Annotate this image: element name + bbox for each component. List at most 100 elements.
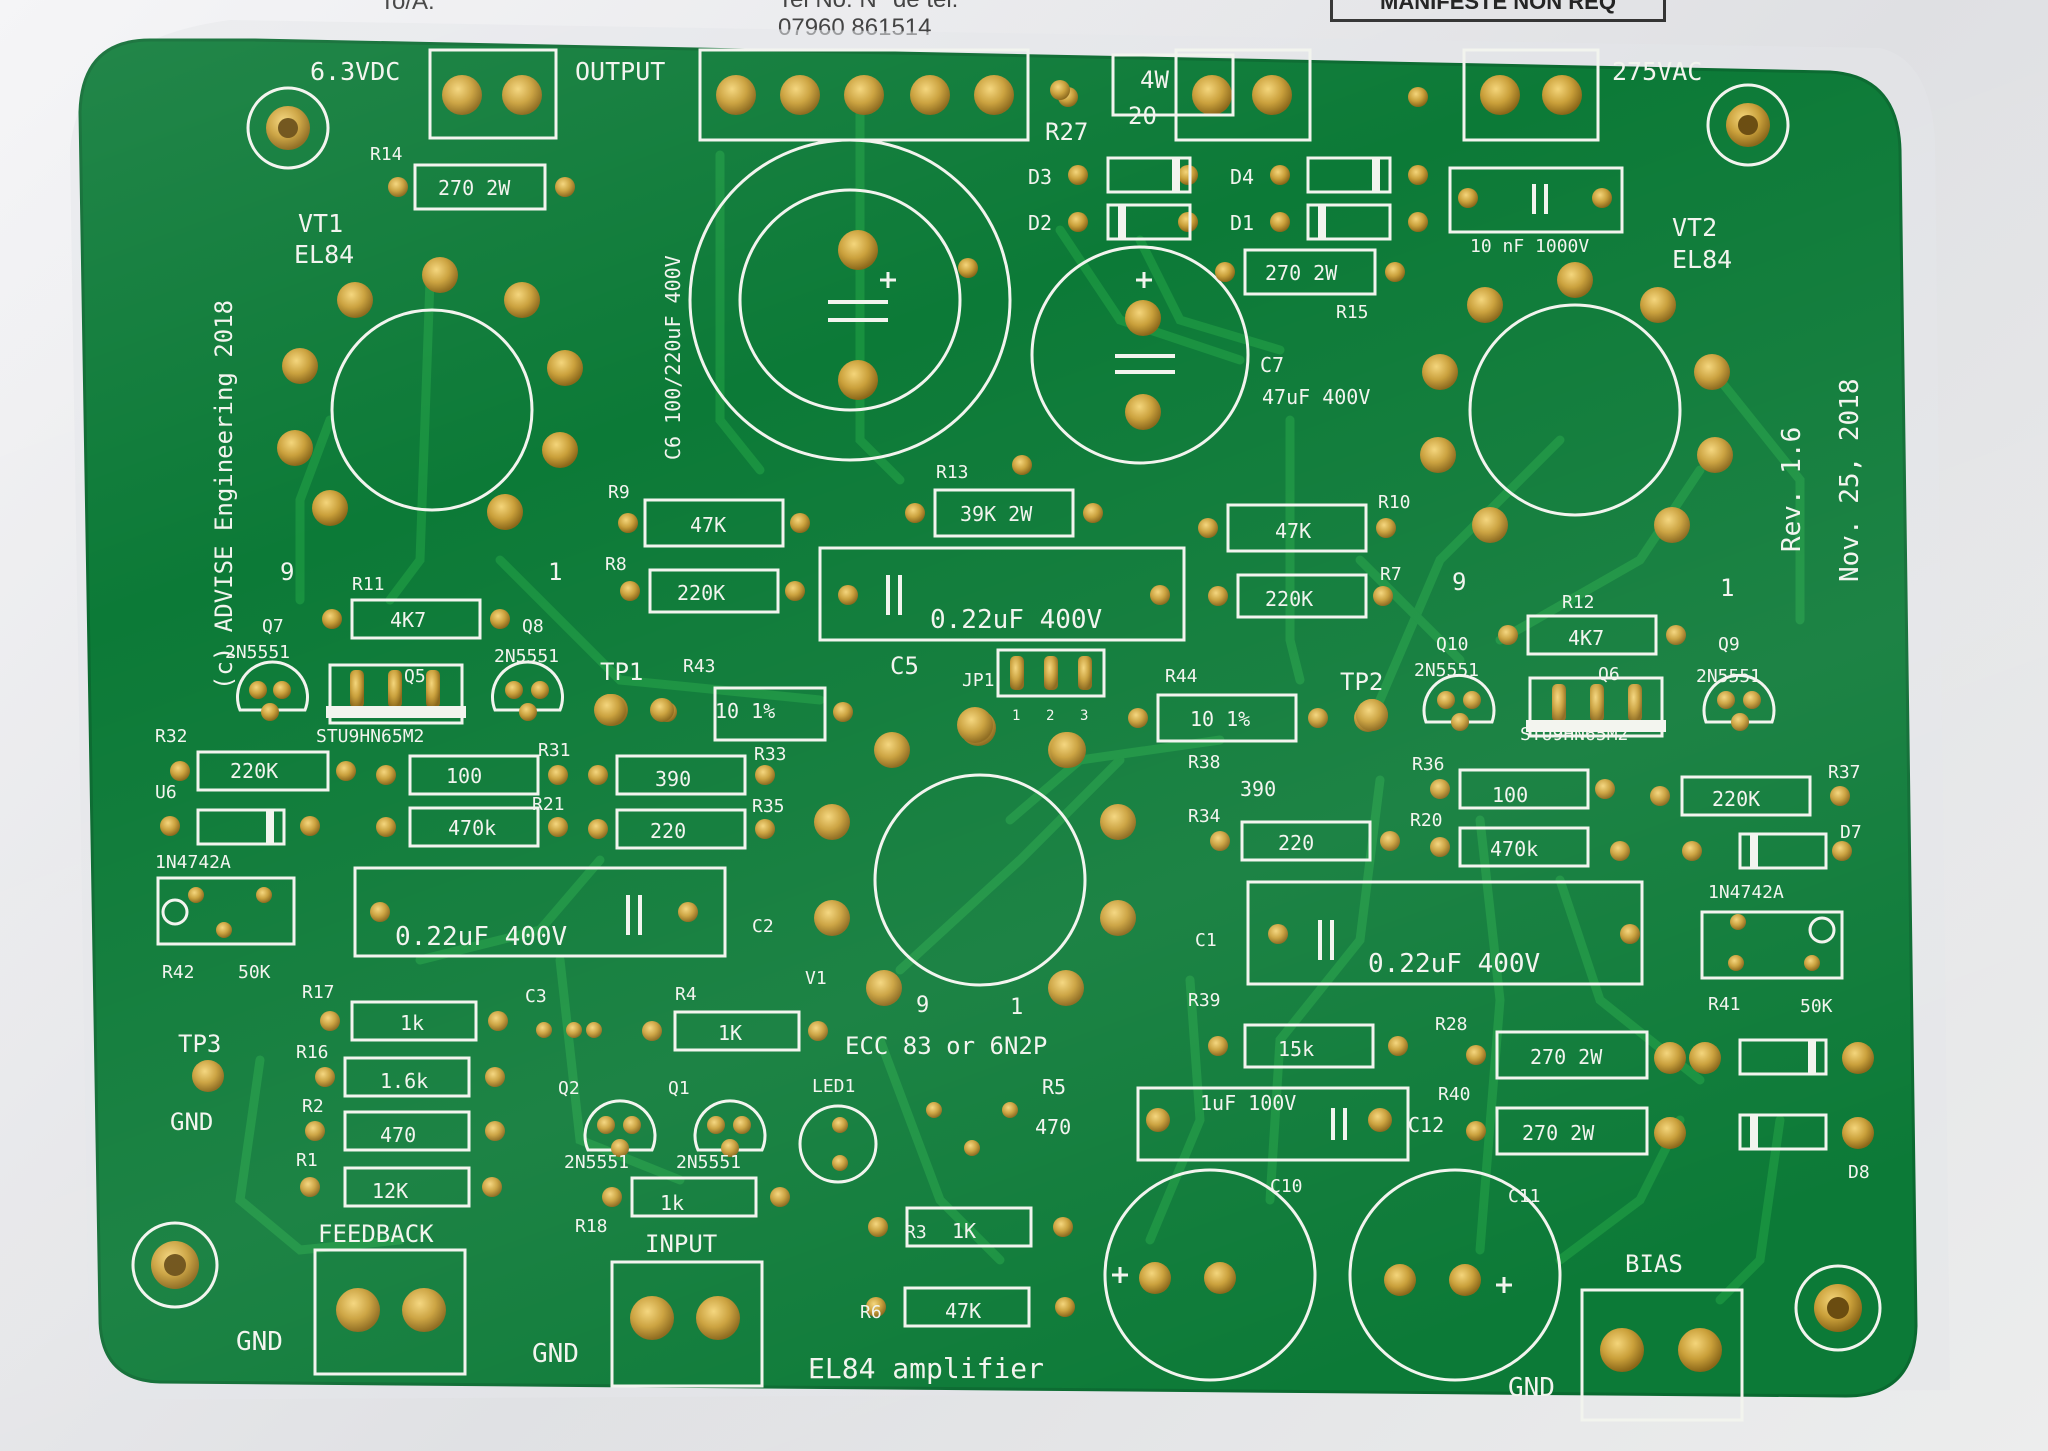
val-r38: 390 — [1240, 777, 1276, 801]
diode-outlines — [196, 156, 1828, 1151]
ref-r14: R14 — [370, 144, 403, 165]
val-r16: 1.6k — [380, 1069, 428, 1093]
label-4w: 4W — [1140, 66, 1169, 94]
ref-r40: R40 — [1438, 1084, 1471, 1105]
label-gnd-input: GND — [532, 1339, 579, 1369]
ref-c2: C2 — [752, 916, 774, 937]
label-board-name: EL84 amplifier — [808, 1352, 1044, 1385]
val-r31: 100 — [446, 764, 482, 788]
ref-d1: D1 — [1230, 211, 1254, 235]
ref-r36: R36 — [1412, 754, 1445, 775]
big-cap-pads — [838, 230, 1481, 1296]
label-revision: Rev. 1.6 — [1777, 427, 1807, 552]
ref-c3: C3 — [525, 986, 547, 1007]
label-bias: BIAS — [1625, 1250, 1683, 1278]
val-r21: 470k — [448, 816, 496, 840]
ref-r27: R27 — [1045, 118, 1088, 146]
type-vt2: EL84 — [1672, 245, 1732, 274]
ref-r44: R44 — [1165, 666, 1198, 687]
ref-r34: R34 — [1188, 806, 1221, 827]
ref-u6: U6 — [155, 782, 177, 803]
val-r32: 220K — [230, 759, 278, 783]
ref-c12: C12 — [1408, 1113, 1444, 1137]
ref-r1: R1 — [296, 1150, 318, 1171]
transistor-pads — [249, 656, 1761, 1157]
ref-c10: C10 — [1270, 1176, 1303, 1197]
val-q10: 2N5551 — [1414, 660, 1479, 681]
val-r40: 270 2W — [1522, 1121, 1595, 1145]
val-r9: 47K — [690, 513, 726, 537]
ref-r39: R39 — [1188, 990, 1221, 1011]
val-r13: 39K 2W — [960, 502, 1033, 526]
ref-q7: Q7 — [262, 616, 284, 637]
val-c2: 0.22uF 400V — [395, 922, 567, 952]
paper-stamp-box: MANIFESTE NON REQ — [1330, 0, 1666, 22]
ref-r35: R35 — [752, 796, 785, 817]
resistor-outlines — [196, 53, 1812, 1328]
val-q1: 2N5551 — [676, 1152, 741, 1173]
ref-d2: D2 — [1028, 211, 1052, 235]
val-q5: STU9HN65M2 — [316, 726, 424, 747]
ref-r17: R17 — [302, 982, 335, 1003]
ref-q1: Q1 — [668, 1078, 690, 1099]
ref-r9: R9 — [608, 482, 630, 503]
ref-r32: R32 — [155, 726, 188, 747]
polarity-markers — [880, 272, 1512, 1293]
ref-r4: R4 — [675, 984, 697, 1005]
val-r39: 15k — [1278, 1037, 1314, 1061]
test-point-pads — [192, 80, 1388, 1092]
val-r34: 220 — [1278, 831, 1314, 855]
label-date: Nov. 25, 2018 — [1835, 379, 1865, 583]
label-gnd-tp3: GND — [170, 1108, 213, 1136]
ref-tp2: TP2 — [1340, 668, 1383, 696]
vt1-pin1-label: 1 — [548, 558, 562, 586]
label-20: 20 — [1128, 102, 1157, 130]
label-output: OUTPUT — [575, 57, 665, 86]
val-c1: 0.22uF 400V — [1368, 949, 1540, 979]
ref-r3: R3 — [905, 1222, 927, 1243]
ref-r12: R12 — [1562, 592, 1595, 613]
pcb-board — [78, 38, 1918, 1398]
val-q9: 2N5551 — [1696, 666, 1761, 687]
ref-r31: R31 — [538, 740, 571, 761]
ref-c11: C11 — [1508, 1186, 1541, 1207]
label-gnd-feedback: GND — [236, 1327, 283, 1357]
ref-d4: D4 — [1230, 165, 1254, 189]
ref-vt2: VT2 — [1672, 213, 1717, 242]
v1-pin9-label: 9 — [916, 993, 929, 1018]
val-r12: 4K7 — [1568, 626, 1604, 650]
val-r28: 270 2W — [1530, 1045, 1603, 1069]
mounting-holes — [131, 83, 1882, 1352]
ref-c1: C1 — [1195, 930, 1217, 951]
transistor-outlines — [236, 648, 1776, 1184]
val-r36: 100 — [1492, 783, 1528, 807]
val-r42: 50K — [238, 962, 271, 983]
type-vt1: EL84 — [294, 240, 354, 269]
label-gnd-bias: GND — [1508, 1373, 1555, 1403]
val-q8: 2N5551 — [494, 646, 559, 667]
val-r33: 390 — [655, 767, 691, 791]
label-275vac: 275VAC — [1612, 57, 1702, 86]
val-r18: 1k — [660, 1191, 684, 1215]
ref-r38: R38 — [1188, 752, 1221, 773]
val-r8: 220K — [677, 581, 725, 605]
ref-q2: Q2 — [558, 1078, 580, 1099]
ref-r11: R11 — [352, 574, 385, 595]
ref-led1: LED1 — [812, 1076, 855, 1097]
val-r35: 220 — [650, 819, 686, 843]
ref-q9: Q9 — [1718, 634, 1740, 655]
ref-r42: R42 — [162, 962, 195, 983]
val-r43: 10 1% — [715, 699, 775, 723]
label-copyright: (c) ADVISE Engineering 2018 — [210, 300, 238, 690]
val-c5: 0.22uF 400V — [930, 605, 1102, 635]
val-r41: 50K — [1800, 996, 1833, 1017]
vt2-pin9-label: 9 — [1452, 568, 1466, 596]
vt1-pins — [277, 257, 583, 530]
ref-r13: R13 — [936, 462, 969, 483]
trimmer-outlines — [156, 876, 1844, 980]
jp1-pin-1: 1 — [1012, 708, 1020, 724]
jp1-pin-3: 3 — [1080, 708, 1088, 724]
val-r6: 47K — [945, 1299, 981, 1323]
val-r44: 10 1% — [1190, 707, 1250, 731]
